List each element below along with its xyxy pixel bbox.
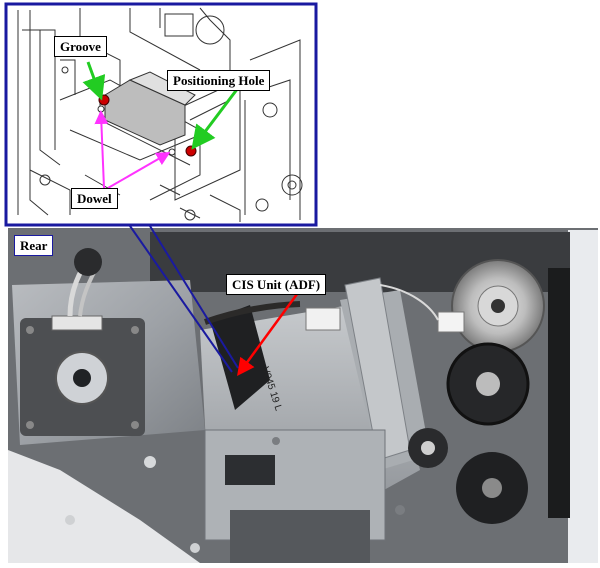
dowel-label: Dowel xyxy=(71,188,118,209)
positioning-hole-marker-dot-icon xyxy=(185,145,197,157)
positioning-hole-label: Positioning Hole xyxy=(167,70,271,91)
positioning-hole-arrow-icon xyxy=(191,87,240,150)
groove-marker-dot-icon xyxy=(98,94,110,106)
groove-arrow-icon xyxy=(82,61,106,101)
groove-label: Groove xyxy=(54,36,107,57)
dowel-arrow-left-icon xyxy=(94,110,109,189)
cis-unit-label: CIS Unit (ADF) xyxy=(226,274,327,295)
inset-drawing xyxy=(4,2,318,227)
rear-label: Rear xyxy=(14,235,54,256)
dowel-arrow-right-icon xyxy=(107,152,171,189)
inset-connector-lines xyxy=(129,225,239,373)
cis-arrow-icon xyxy=(237,289,302,377)
inset-arrows xyxy=(82,61,240,189)
